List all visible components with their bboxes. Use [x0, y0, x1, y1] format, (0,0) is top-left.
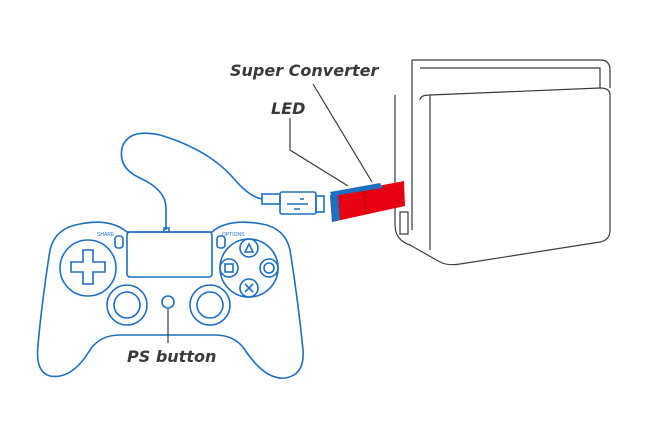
switch-dock: [394, 59, 611, 266]
usb-port: [163, 227, 170, 233]
converter-label: Super Converter: [230, 61, 379, 80]
led-label: LED: [271, 99, 305, 118]
left-stick: [106, 284, 148, 326]
right-stick: [189, 284, 231, 326]
options-button: [216, 235, 226, 249]
super-converter: [330, 181, 405, 222]
cross-button: [244, 283, 254, 293]
share-label: SHARE: [97, 232, 115, 238]
triangle-button: [243, 242, 255, 253]
ps-button: [161, 295, 175, 309]
led-leader: [289, 118, 349, 187]
dpad-cross: [70, 249, 106, 285]
circle-button: [263, 262, 275, 274]
touchpad: [126, 231, 213, 278]
square-button: [224, 263, 234, 273]
options-label: OPTIONS: [222, 232, 245, 238]
usb-plug: [261, 191, 325, 215]
usb-icon: [287, 198, 308, 210]
ps-button-label: PS button: [127, 347, 216, 366]
usb-cable: [120, 132, 263, 230]
share-button: [114, 235, 124, 249]
dpad: [59, 239, 117, 297]
converter-leader: [312, 83, 373, 183]
controller: SHARE OPTIONS: [36, 221, 304, 379]
led-indicator: [330, 183, 383, 196]
